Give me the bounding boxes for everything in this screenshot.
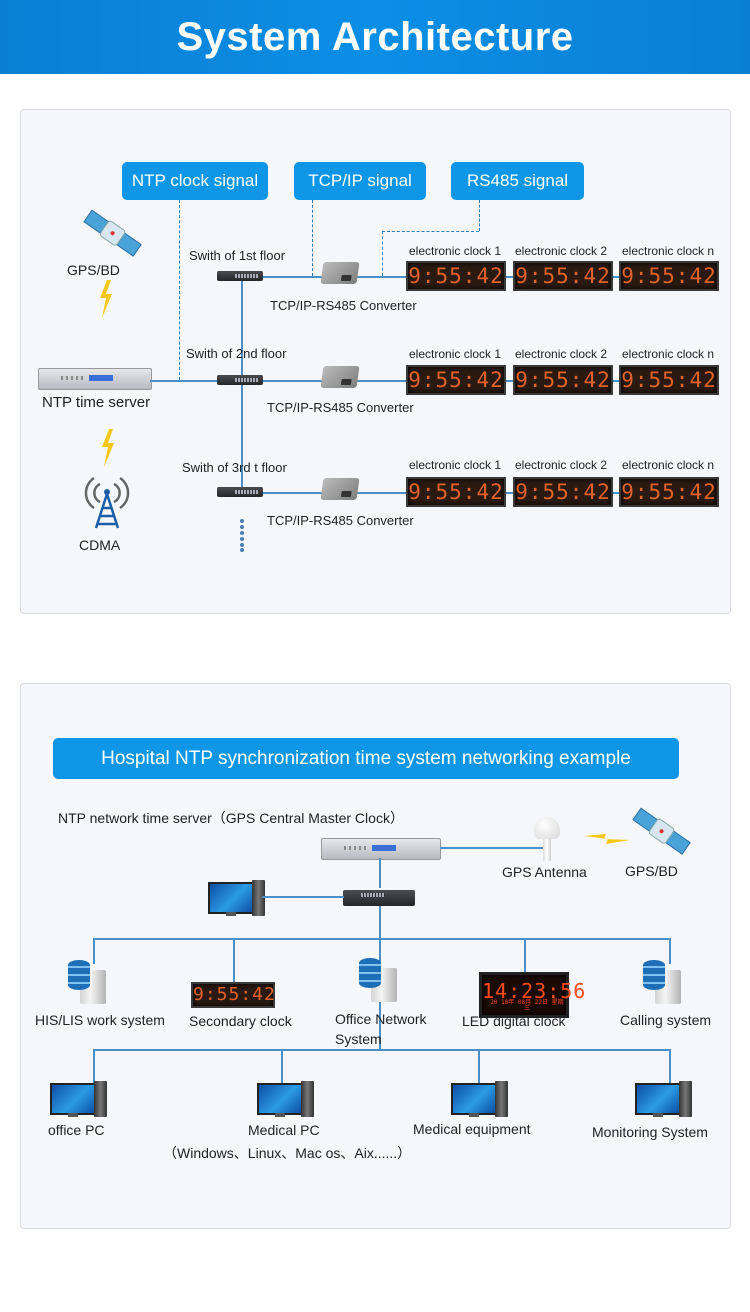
floor-2-clock-1-label: electronic clock 1	[409, 347, 502, 361]
floor-2-clock-n-display: 9:55:42	[619, 365, 719, 395]
floor-1-clock-1-label: electronic clock 1	[409, 244, 502, 258]
master-clock-server-device	[321, 838, 441, 860]
calling-system-server-icon	[641, 958, 685, 1006]
row-1-drop	[669, 938, 671, 964]
calling-system-label: Calling system	[620, 1012, 712, 1028]
ntp-time-server-device	[38, 368, 152, 390]
admin-pc-icon	[208, 880, 266, 918]
led-digital-clock-label: LED digital clock	[462, 1013, 566, 1029]
header-banner	[0, 0, 750, 74]
floor-3-clock-n-label: electronic clock n	[622, 458, 715, 472]
row-2-drop	[93, 1049, 95, 1085]
floor-3-clock-1-label: electronic clock 1	[409, 458, 502, 472]
row-1-drop	[233, 938, 235, 982]
core-switch-device	[343, 890, 415, 906]
cdma-label: CDMA	[79, 537, 121, 553]
floor-3-clock-2-label: electronic clock 2	[515, 458, 608, 472]
tag-tcpip-signal: TCP/IP signal	[294, 162, 426, 200]
office-network-label: Office Network System	[335, 1011, 427, 1047]
secondary-clock-label: Secondary clock	[189, 1013, 292, 1029]
floor-1-clock-n-display: 9:55:42	[619, 261, 719, 291]
floor-3-converter-label: TCP/IP-RS485 Converter	[267, 513, 414, 528]
office-network-server-icon	[357, 956, 401, 1004]
hospital-gps-bd-label: GPS/BD	[625, 863, 678, 879]
hospital-server-label: NTP network time server（GPS Central Mast…	[58, 810, 404, 826]
floor-1-clock-1-display: 9:55:42	[406, 261, 506, 291]
office-pc-icon	[50, 1081, 108, 1119]
admin-pc-link	[262, 896, 344, 898]
page-title: System Architecture	[176, 15, 574, 59]
floor-2-converter-device	[320, 366, 360, 388]
medical-pc-os-note: （Windows、Linux、Mac os、Aix......）	[163, 1145, 412, 1161]
more-floors-ellipsis	[240, 519, 244, 552]
his-lis-label: HIS/LIS work system	[35, 1012, 165, 1028]
server-to-switch-link	[150, 380, 218, 382]
floor-3-clock-n-display: 9:55:42	[619, 477, 719, 507]
medical-equipment-label: Medical equipment	[413, 1121, 531, 1137]
floor-1-converter-device	[320, 262, 360, 284]
gps-antenna-label: GPS Antenna	[502, 864, 587, 880]
floor-3-switch-device	[217, 487, 263, 497]
floor-2-switch-device	[217, 375, 263, 385]
medical-equipment-icon	[451, 1081, 509, 1119]
gps-bd-label: GPS/BD	[67, 262, 120, 278]
ntp-signal-lead	[179, 200, 180, 380]
floor-2-switch-label: Swith of 2nd floor	[186, 346, 287, 361]
cdma-tower-icon	[84, 476, 130, 529]
led-digital-clock-date: 20 18年 08月 22日 星期 三	[490, 999, 564, 1012]
row-2-drop	[669, 1049, 671, 1085]
satellite-icon	[632, 807, 691, 855]
floor-1-clock-2-display: 9:55:42	[513, 261, 613, 291]
lightning-icon	[102, 429, 114, 467]
satellite-icon	[83, 209, 142, 257]
secondary-clock-display: 9:55:42	[191, 982, 275, 1008]
hospital-title-tag: Hospital NTP synchronization time system…	[53, 738, 679, 779]
gps-antenna-icon	[532, 817, 562, 863]
row-2-drop	[281, 1049, 283, 1085]
floor-3-clock-1-display: 9:55:42	[406, 477, 506, 507]
medical-pc-label: Medical PC	[248, 1122, 320, 1138]
tag-rs485-signal: RS485 signal	[451, 162, 584, 200]
office-pc-label: office PC	[48, 1122, 105, 1138]
server-to-switch-link	[379, 858, 381, 888]
tag-ntp-clock-signal: NTP clock signal	[122, 162, 268, 200]
led-digital-clock-time: 14:23:56	[482, 979, 587, 1003]
floor-3-switch-label: Swith of 3rd t floor	[182, 460, 287, 475]
row-1-drop	[93, 938, 95, 964]
floor-1-converter-label: TCP/IP-RS485 Converter	[270, 298, 417, 313]
his-lis-server-icon	[66, 958, 110, 1006]
floor-2-clock-1-display: 9:55:42	[406, 365, 506, 395]
floor-3-clock-2-display: 9:55:42	[513, 477, 613, 507]
row-1-drop	[524, 938, 526, 974]
tcpip-signal-lead	[312, 200, 313, 276]
floor-2-clock-n-label: electronic clock n	[622, 347, 715, 361]
floor-1-clock-2-label: electronic clock 2	[515, 244, 608, 258]
floor-1-switch-device	[217, 271, 263, 281]
row-1-bus	[93, 938, 670, 940]
ntp-time-server-label: NTP time server	[42, 394, 151, 411]
monitoring-system-label: Monitoring System	[592, 1124, 708, 1140]
rs485-signal-lead-v	[382, 231, 383, 276]
floor-3-converter-device	[320, 478, 360, 500]
led-digital-clock-display: 14:23:56 20 18年 08月 22日 星期 三	[479, 972, 585, 1018]
rs485-signal-lead	[479, 200, 480, 231]
floor-1-switch-label: Swith of 1st floor	[189, 248, 286, 263]
floor-2-clock-2-label: electronic clock 2	[515, 347, 608, 361]
server-to-antenna-link	[440, 847, 548, 849]
row-2-drop	[478, 1049, 480, 1085]
medical-pc-icon	[257, 1081, 315, 1119]
row-2-bus	[93, 1049, 670, 1051]
lightning-icon	[100, 280, 112, 318]
monitoring-system-icon	[635, 1081, 693, 1119]
lightning-icon	[584, 834, 630, 844]
floor-2-converter-label: TCP/IP-RS485 Converter	[267, 400, 414, 415]
floor-1-clock-n-label: electronic clock n	[622, 244, 715, 258]
rs485-signal-lead-h	[382, 231, 479, 232]
floor-2-clock-2-display: 9:55:42	[513, 365, 613, 395]
